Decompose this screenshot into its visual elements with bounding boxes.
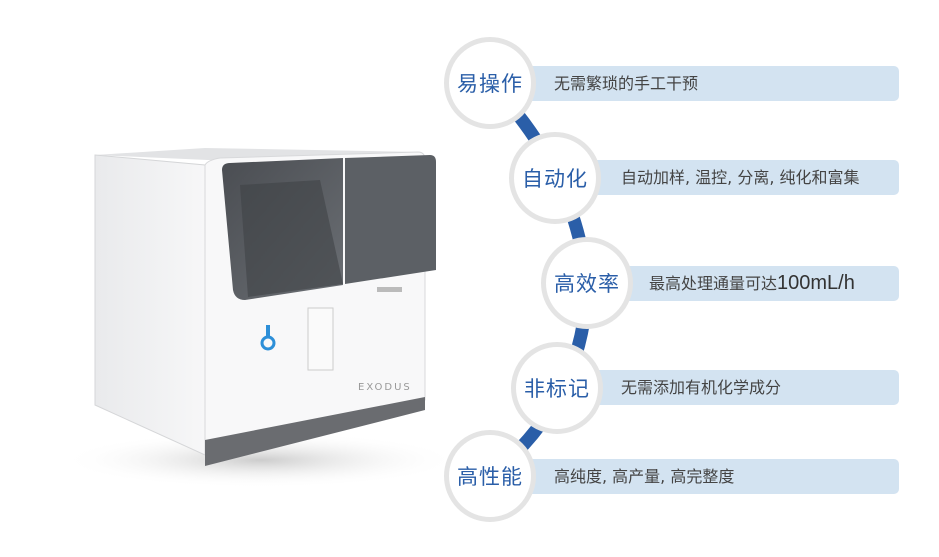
feature-bar-5: 高纯度, 高产量, 高完整度 xyxy=(490,459,899,494)
feature-title: 易操作 xyxy=(457,72,523,96)
feature-bar-4: 无需添加有机化学成分 xyxy=(557,370,899,405)
feature-desc: 高纯度, 高产量, 高完整度 xyxy=(554,467,735,486)
feature-circle-5: 高性能 xyxy=(444,430,536,522)
feature-desc: 无需添加有机化学成分 xyxy=(621,378,782,397)
feature-circle-1: 易操作 xyxy=(444,37,536,129)
feature-title: 非标记 xyxy=(524,377,590,401)
feature-desc: 最高处理通量可达 xyxy=(649,274,778,293)
feature-title: 高性能 xyxy=(457,465,523,489)
feature-bar-2: 自动加样, 温控, 分离, 纯化和富集 xyxy=(555,160,899,195)
feature-title: 高效率 xyxy=(554,272,620,296)
brand-logo: EXODUS xyxy=(358,382,412,393)
feature-bar-3: 最高处理通量可达100mL/h xyxy=(587,266,899,301)
feature-title: 自动化 xyxy=(522,167,588,191)
feature-desc-highlight: 100mL/h xyxy=(777,272,855,294)
feature-circle-2: 自动化 xyxy=(509,132,601,224)
feature-desc: 自动加样, 温控, 分离, 纯化和富集 xyxy=(621,168,860,187)
feature-bar-1: 无需繁琐的手工干预 xyxy=(490,66,899,101)
feature-desc: 无需繁琐的手工干预 xyxy=(554,74,699,93)
feature-circle-3: 高效率 xyxy=(541,237,633,329)
feature-circle-4: 非标记 xyxy=(511,342,603,434)
